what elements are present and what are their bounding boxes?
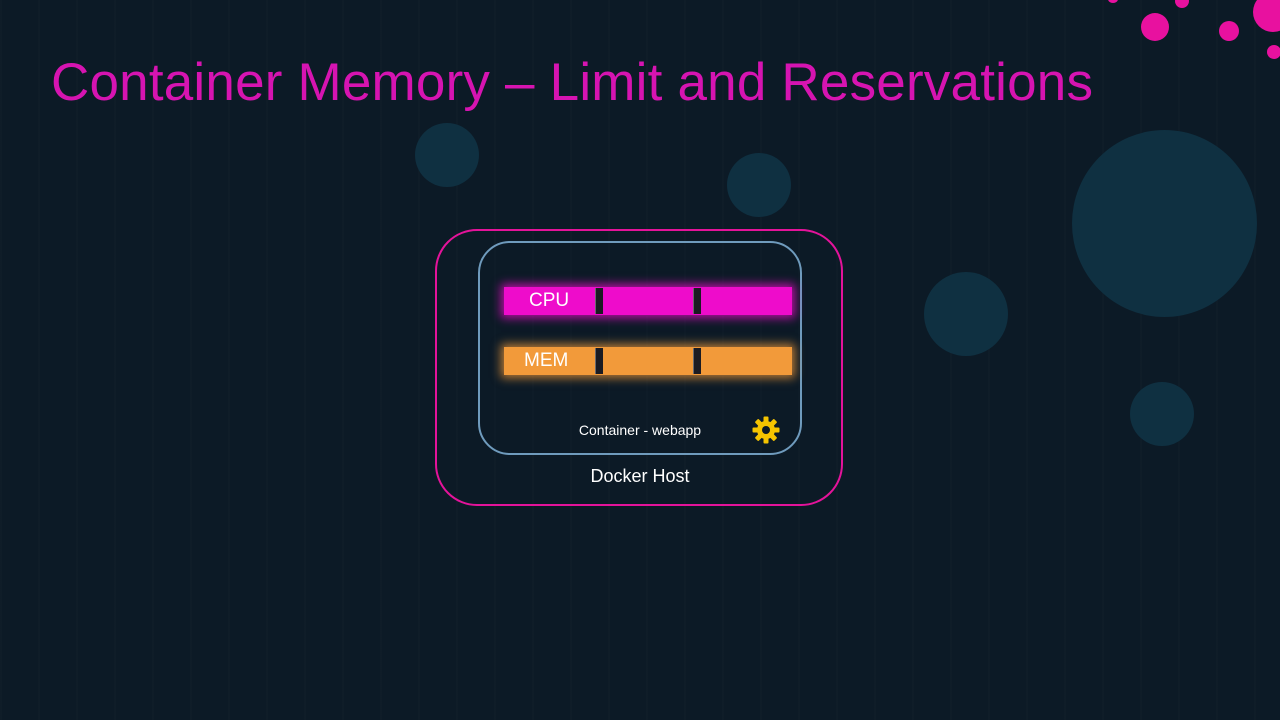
container-label: Container - webapp xyxy=(578,422,702,438)
background-bubble xyxy=(1130,382,1194,446)
docker-host-box xyxy=(435,229,843,506)
background-bubble xyxy=(1072,130,1257,317)
mem-bar-label: MEM xyxy=(524,350,569,371)
background-bubble xyxy=(415,123,479,187)
background-bubble xyxy=(727,153,791,217)
mem-bar-marker xyxy=(693,348,701,374)
decorative-dot xyxy=(1253,0,1280,32)
decorative-dot xyxy=(1267,45,1280,59)
gear-icon xyxy=(752,416,780,444)
cpu-bar: CPU xyxy=(504,287,792,315)
cpu-bar-marker xyxy=(693,288,701,314)
decorative-dot xyxy=(1141,13,1169,41)
decorative-dot xyxy=(1108,0,1118,3)
slide-title: Container Memory – Limit and Reservation… xyxy=(51,53,1094,112)
mem-bar: MEM xyxy=(504,347,792,375)
mem-bar-marker xyxy=(595,348,603,374)
cpu-bar-label: CPU xyxy=(529,290,570,311)
docker-host-label: Docker Host xyxy=(590,466,690,486)
background-bubble xyxy=(924,272,1008,356)
cpu-bar-marker xyxy=(595,288,603,314)
decorative-dot xyxy=(1219,21,1239,41)
decorative-dot xyxy=(1175,0,1189,8)
